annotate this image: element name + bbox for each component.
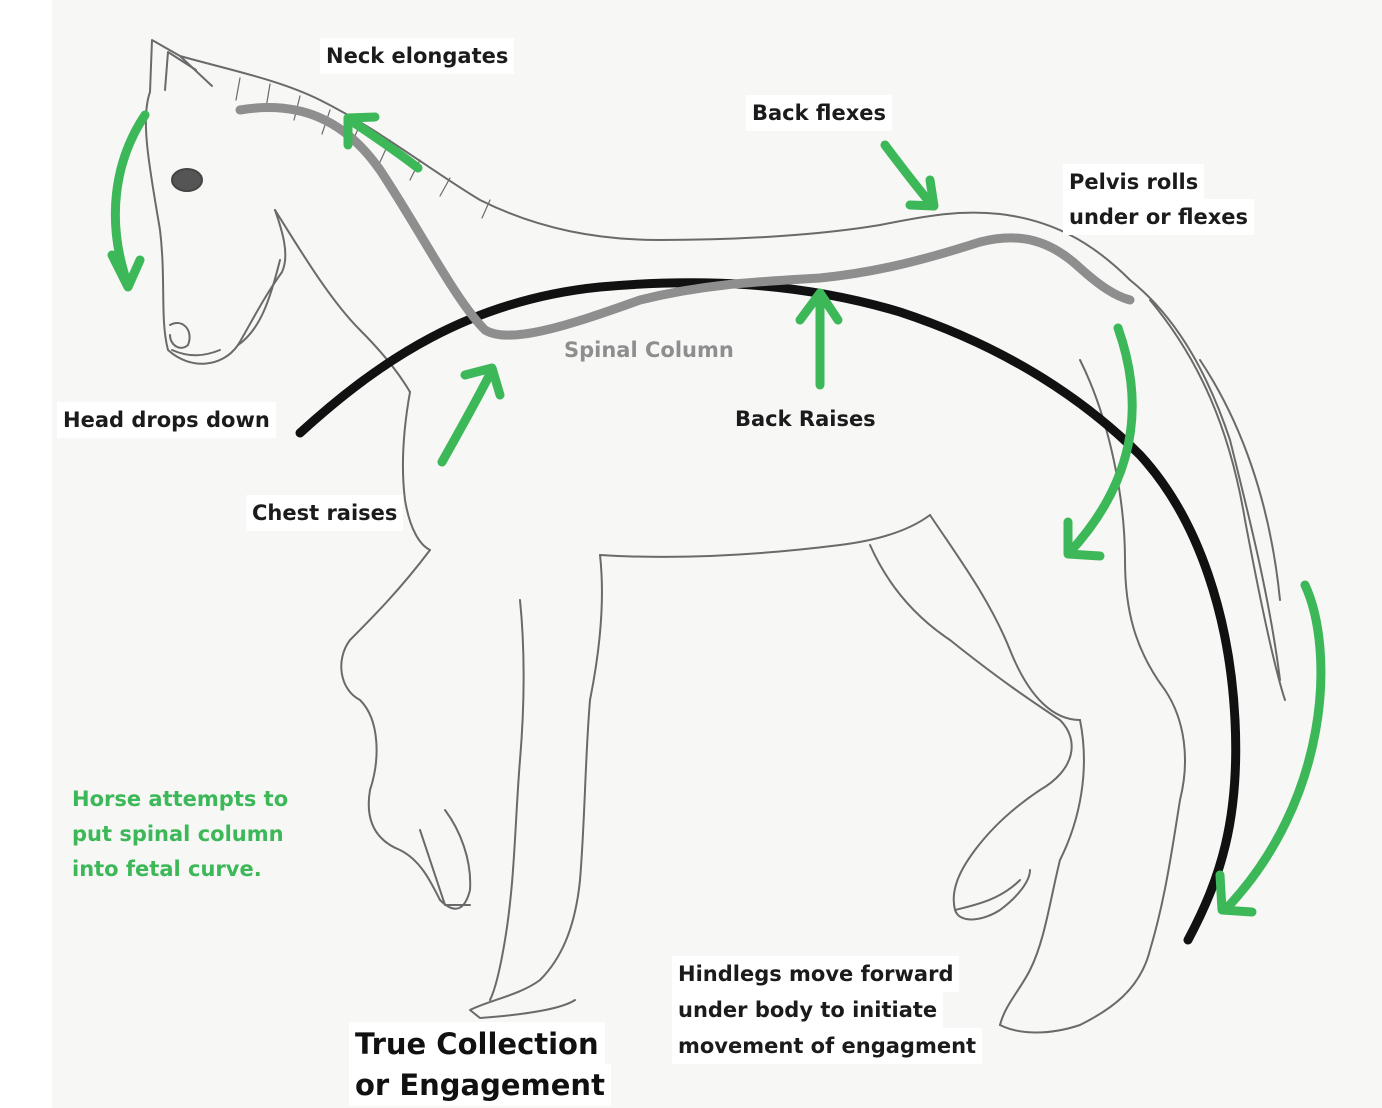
label-hindlegs-line1: Hindlegs move forward	[672, 956, 959, 992]
horse-hind-hoof-near	[955, 880, 1020, 910]
horse-stifle	[930, 515, 1080, 720]
horse-nostril	[170, 323, 190, 348]
label-fetal-line3: into fetal curve.	[72, 852, 262, 887]
horse-front-leg-support-back	[490, 600, 524, 1000]
label-fetal-line2: put spinal column	[72, 817, 284, 852]
head-arrow	[112, 115, 145, 287]
label-fetal-line1: Horse attempts to	[72, 782, 288, 817]
horse-mouth	[172, 350, 220, 355]
chest-arrow	[442, 368, 500, 462]
horse-front-leg-raised	[341, 550, 470, 909]
label-pelvis-line1: Pelvis rolls	[1063, 164, 1204, 200]
horse-belly	[600, 515, 930, 557]
horse-ear	[150, 40, 212, 92]
label-hindlegs-line2: under body to initiate	[672, 992, 943, 1028]
horse-hindquarter	[1000, 360, 1185, 1033]
horse-hind-leg-near	[870, 545, 1072, 919]
label-head-drops: Head drops down	[57, 402, 276, 438]
label-spinal-column: Spinal Column	[558, 332, 740, 368]
horse-front-leg-support	[470, 555, 602, 1018]
caption-line1: True Collection	[349, 1022, 605, 1067]
horse-eye	[172, 169, 202, 191]
back-raises-arrow	[800, 293, 838, 385]
horse-hind-leg-far	[1000, 720, 1084, 1025]
horse-tail	[1130, 280, 1285, 700]
label-back-flexes: Back flexes	[746, 95, 892, 131]
label-pelvis-line2: under or flexes	[1063, 199, 1254, 235]
engagement-curve	[300, 283, 1236, 940]
horse-chest	[403, 392, 430, 550]
spinal-column-line	[240, 108, 1130, 336]
horse-head-outline	[146, 92, 285, 364]
horse-mane	[180, 56, 660, 240]
back-flexes-arrow	[885, 145, 934, 206]
label-chest-raises: Chest raises	[246, 495, 403, 531]
label-neck-elongates: Neck elongates	[320, 38, 514, 74]
label-back-raises: Back Raises	[735, 401, 876, 437]
label-hindlegs-line3: movement of engagment	[672, 1028, 982, 1064]
caption-line2: or Engagement	[349, 1064, 611, 1106]
